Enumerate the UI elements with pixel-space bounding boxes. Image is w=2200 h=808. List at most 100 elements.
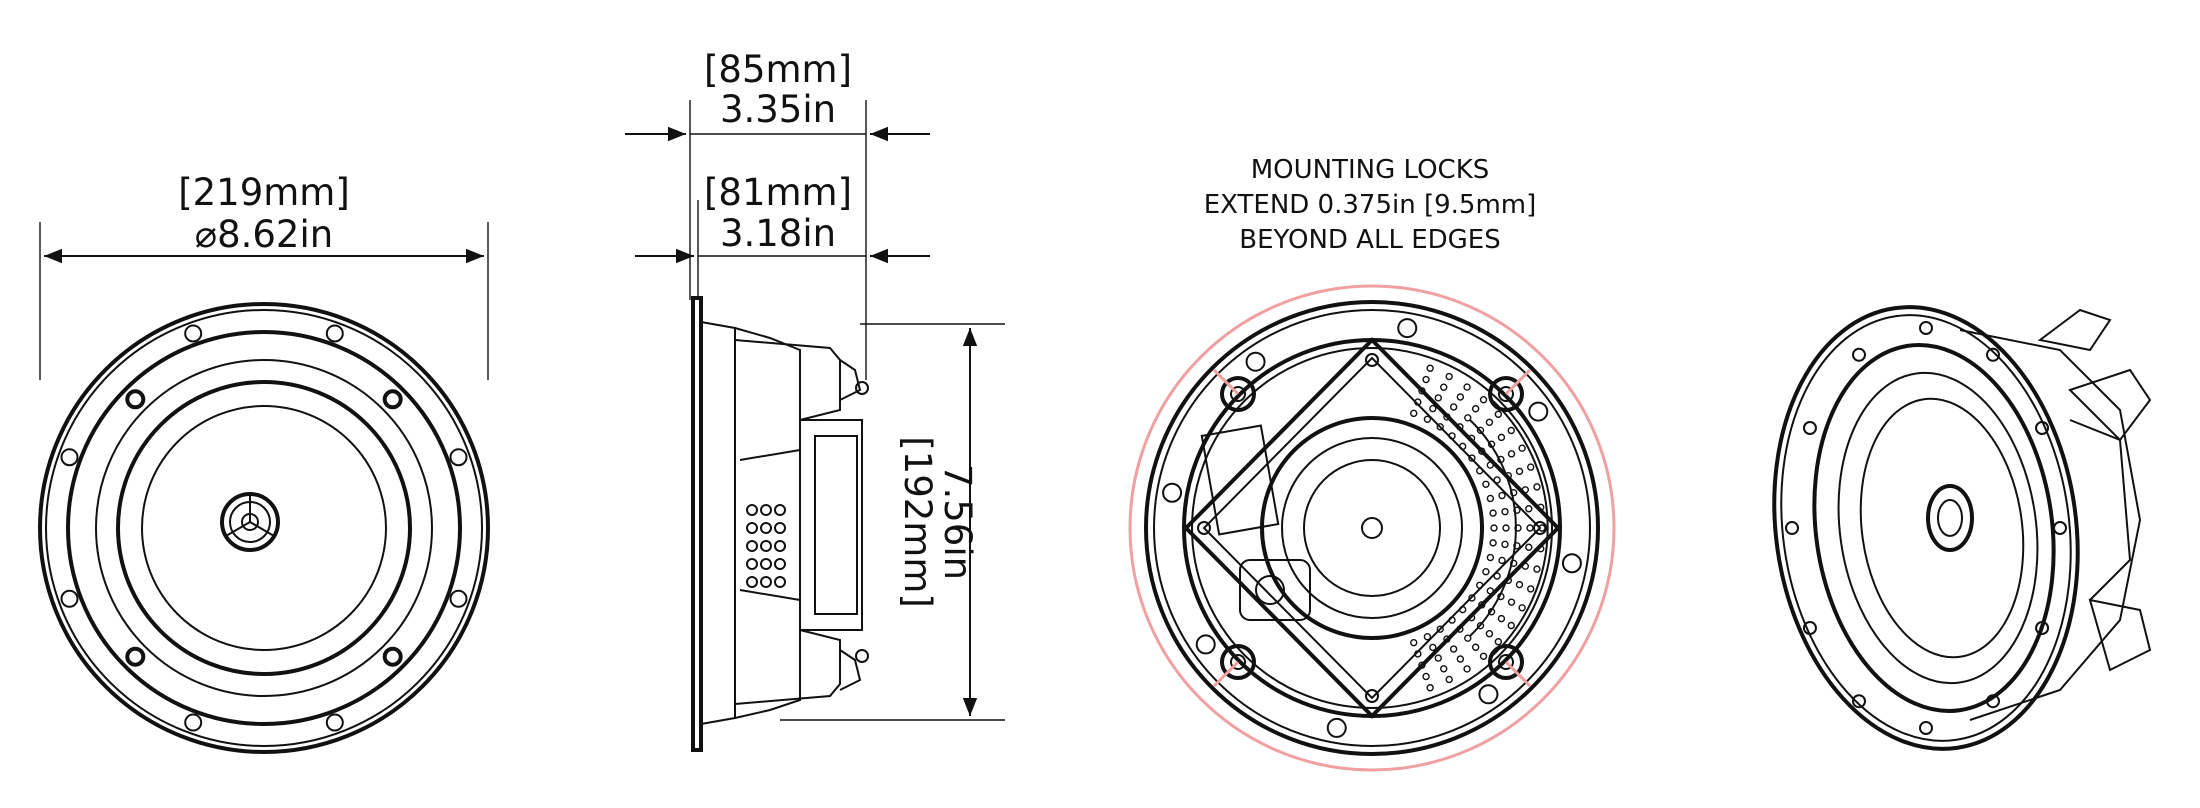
- front-speaker-grille: [38, 302, 490, 754]
- perforation-hole: [1521, 562, 1530, 570]
- screw-hole: [1802, 421, 1817, 435]
- screw-hole: [1919, 321, 1933, 335]
- vent-hole: [746, 522, 758, 534]
- perforation-hole: [1515, 467, 1524, 476]
- screw-hole: [1919, 721, 1933, 735]
- front-screw-holes: [60, 324, 468, 732]
- perforation-hole: [1507, 598, 1516, 606]
- perforation-hole: [1458, 442, 1467, 451]
- mounting-lock-bolt: [1230, 386, 1246, 402]
- perforation-hole: [1525, 543, 1533, 551]
- perforation-hole: [1497, 433, 1506, 442]
- front-diameter-in: ⌀8.62in: [195, 213, 333, 256]
- perforation-hole: [1476, 581, 1484, 589]
- perforation-hole: [1440, 665, 1448, 673]
- rear-view: MOUNTING LOCKS EXTEND 0.375in [9.5mm] BE…: [1128, 155, 1616, 772]
- perforation-hole: [1410, 638, 1418, 647]
- vent-hole: [760, 540, 772, 552]
- side-height-in: 7.56in: [936, 464, 979, 580]
- screw-hole: [1478, 684, 1499, 705]
- perforation-hole: [1514, 524, 1522, 532]
- perforation-hole: [1448, 432, 1456, 440]
- perforation-hole: [1486, 553, 1495, 562]
- vent-hole: [746, 504, 758, 516]
- perforation-hole: [1418, 661, 1426, 669]
- screw-hole: [325, 713, 344, 732]
- perspective-view: [1772, 305, 2152, 751]
- perforation-hole: [1486, 494, 1495, 503]
- screw-hole: [60, 448, 79, 467]
- perforation-hole: [1443, 635, 1451, 643]
- perforation-hole: [1426, 684, 1434, 692]
- vent-hole: [746, 558, 758, 570]
- front-diameter-mm: [219mm]: [178, 171, 350, 214]
- perforation-hole: [1445, 372, 1453, 381]
- perforation-hole: [1463, 665, 1471, 673]
- perforation-hole: [1493, 572, 1501, 580]
- perforation-hole: [1471, 405, 1480, 413]
- vent-hole: [746, 540, 758, 552]
- screw-hole: [1397, 318, 1418, 339]
- perforation-hole: [1476, 621, 1485, 630]
- frame-screw: [1197, 521, 1211, 535]
- lock-extent-mark: [1212, 368, 1240, 396]
- perforation-hole: [1429, 404, 1437, 413]
- mounting-lock: [1220, 644, 1256, 680]
- perforation-hole: [1533, 565, 1541, 573]
- perforation-hole: [1501, 540, 1509, 549]
- perforation-hole: [1423, 633, 1432, 641]
- perforation-hole: [1436, 423, 1444, 431]
- perforation-hole: [1537, 545, 1545, 553]
- vent-hole: [760, 558, 772, 570]
- screw-hole: [1986, 347, 2000, 362]
- screw-hole: [2053, 521, 2067, 535]
- perforation-hole: [1493, 476, 1501, 484]
- perforation-hole: [1468, 454, 1476, 462]
- perforation-hole: [1497, 614, 1506, 623]
- perforation-hole: [1436, 625, 1444, 633]
- perforation-hole: [1497, 455, 1505, 464]
- screw-hole: [1802, 621, 1817, 635]
- perforation-hole: [1502, 524, 1510, 532]
- perforation-hole: [1449, 645, 1458, 653]
- perforation-hole: [1479, 395, 1488, 404]
- perforation-hole: [1501, 507, 1509, 516]
- rear-speaker-body: [1144, 300, 1600, 756]
- perforation-hole: [1478, 447, 1486, 455]
- perforation-hole: [1504, 471, 1513, 480]
- perforation-hole: [1487, 608, 1496, 616]
- perforation-hole: [1513, 506, 1521, 514]
- perforation-hole: [1487, 440, 1496, 448]
- rear-perforation: [1410, 364, 1546, 692]
- lock-extent-mark: [1504, 368, 1532, 396]
- perforation-hole: [1485, 418, 1494, 426]
- screw-hole: [1852, 694, 1866, 709]
- perforation-hole: [1422, 375, 1430, 384]
- screw: [125, 646, 146, 667]
- vent-hole: [760, 576, 772, 588]
- perforation-hole: [1434, 654, 1442, 662]
- perforation-hole: [1423, 415, 1432, 423]
- perforation-hole: [1507, 450, 1516, 458]
- screw-hole: [449, 589, 468, 608]
- mounting-lock-bolt: [1498, 386, 1514, 402]
- rear-screw-holes: [1162, 318, 1582, 738]
- perforation-hole: [1521, 486, 1530, 494]
- mounting-locks-note-line2: EXTEND 0.375in [9.5mm]: [1204, 190, 1537, 220]
- mounting-locks: [1212, 368, 1532, 688]
- perforation-hole: [1479, 652, 1488, 661]
- perforation-hole: [1497, 592, 1505, 601]
- vent-hole: [774, 558, 786, 570]
- perforation-hole: [1463, 383, 1471, 391]
- perforation-hole: [1525, 505, 1533, 513]
- perforation-hole: [1467, 613, 1476, 622]
- perforation-hole: [1513, 542, 1521, 550]
- screw-hole: [1785, 521, 1799, 535]
- perforation-hole: [1504, 576, 1513, 585]
- perforation-hole: [1456, 423, 1464, 431]
- perforation-hole: [1476, 426, 1485, 435]
- perforation-hole: [1533, 483, 1541, 491]
- perforation-hole: [1526, 524, 1534, 532]
- front-tweeter: [220, 492, 280, 552]
- perforation-hole: [1518, 604, 1526, 612]
